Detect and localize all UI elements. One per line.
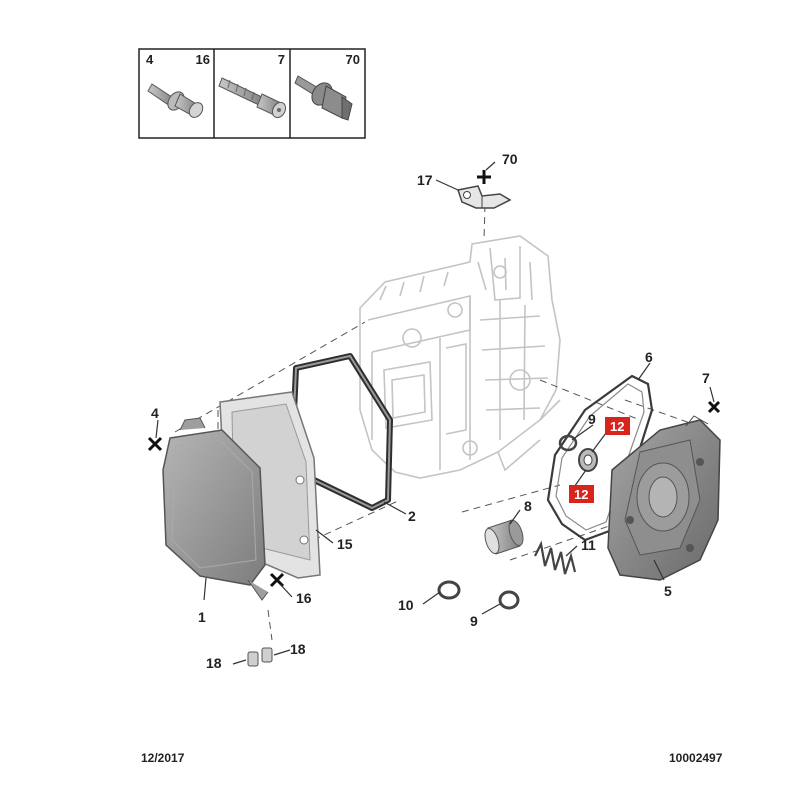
diagram-reference-number: 10002497	[669, 751, 723, 765]
torx-screw-icon	[218, 77, 287, 119]
fastener-mark-7	[707, 400, 721, 414]
callout-6: 6	[645, 349, 653, 365]
callout-17: 17	[417, 172, 433, 188]
spring-11	[534, 540, 577, 575]
fastener-mark-4	[147, 436, 163, 452]
highlight-box-12a	[605, 417, 630, 435]
side-cover-5	[607, 415, 721, 581]
callout-9-upper: 9	[588, 411, 596, 427]
callout-4: 4	[151, 405, 159, 421]
callout-10: 10	[398, 597, 414, 613]
callout-1: 1	[198, 609, 206, 625]
callout-9-lower: 9	[470, 613, 478, 629]
callout-5: 5	[664, 583, 672, 599]
legend-label-16: 16	[196, 52, 210, 67]
callout-12-upper: 12	[610, 419, 624, 434]
callout-70: 70	[502, 151, 518, 167]
legend-label-70: 70	[346, 52, 360, 67]
cover-gasket-6	[546, 374, 654, 542]
callout-16: 16	[296, 590, 312, 606]
fastener-mark-16	[269, 572, 285, 588]
callout-11: 11	[581, 537, 596, 553]
callout-2: 2	[408, 508, 416, 524]
fastener-legend-table: 4 16 7 70	[138, 48, 366, 139]
callout-7: 7	[702, 370, 710, 386]
diagram-date: 12/2017	[141, 751, 185, 765]
o-ring-9-lower	[498, 590, 520, 610]
callout-8: 8	[524, 498, 532, 514]
highlight-box-12b	[569, 485, 594, 503]
o-ring-9-upper	[558, 434, 578, 452]
flange-bolt-icon	[147, 83, 204, 118]
leader-lines	[155, 161, 715, 665]
transmission-housing	[359, 235, 561, 479]
fastener-mark-70	[477, 170, 491, 184]
bracket-17	[457, 185, 512, 209]
oil-pan-1	[162, 417, 269, 601]
hex-stud-bolt-icon	[294, 75, 353, 121]
callout-12-lower: 12	[574, 487, 588, 502]
legend-label-4: 4	[146, 52, 154, 67]
sleeve-8	[484, 519, 524, 555]
shaft-seal-12	[578, 448, 598, 472]
dowel-pins-18	[247, 609, 273, 667]
o-ring-10	[437, 580, 461, 600]
callout-15: 15	[337, 536, 353, 552]
callout-18-right: 18	[290, 641, 306, 657]
legend-label-7: 7	[278, 52, 285, 67]
callout-18-left: 18	[206, 655, 222, 671]
